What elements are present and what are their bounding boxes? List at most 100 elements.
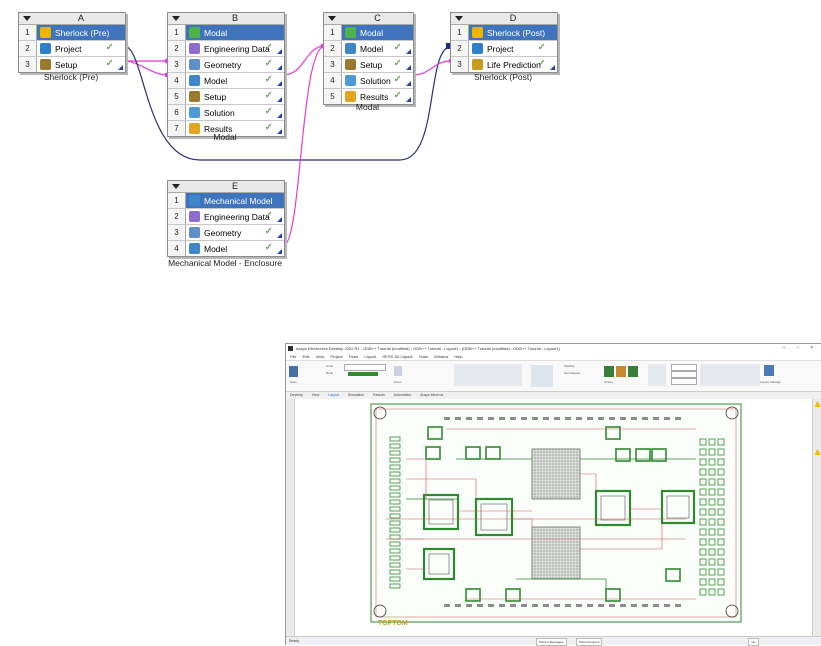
warning-icon[interactable] (814, 401, 821, 407)
show-messages-button[interactable]: Show 0 Messages (536, 638, 567, 646)
cell-content[interactable]: Sherlock (Pre) (37, 25, 125, 40)
cell-content[interactable]: Solution✓ (186, 105, 284, 120)
menu-draw[interactable]: Draw (348, 354, 359, 359)
collapse-arrow-icon[interactable] (328, 16, 336, 21)
warning-icon[interactable] (814, 449, 821, 455)
cell-content[interactable]: Results✓ (186, 121, 284, 136)
net-classes-button[interactable]: Net Classes (564, 371, 581, 375)
cell-content[interactable]: Setup✓ (37, 57, 125, 72)
aedt-window-controls[interactable]: – ▫ × (782, 345, 818, 351)
cell-content[interactable]: Project✓ (469, 41, 557, 56)
cell-content[interactable]: Life Prediction✓ (469, 57, 557, 72)
cell-content[interactable]: Model✓ (342, 41, 413, 56)
menu-hfss-3d-layout[interactable]: HFSS 3D Layout (382, 354, 413, 359)
left-panel-scrollbar[interactable] (286, 399, 295, 637)
redo-button[interactable]: Redo (326, 371, 334, 375)
right-panel-scrollbar[interactable] (812, 399, 821, 637)
stackup-button[interactable]: Stackup (564, 364, 575, 368)
tab-view[interactable]: View (311, 393, 320, 397)
cutout-icon[interactable] (604, 366, 614, 377)
zoom-icon[interactable] (394, 366, 402, 376)
stackup-icon[interactable] (531, 365, 553, 387)
menu-help[interactable]: Help (454, 354, 463, 359)
pcb-layout[interactable]: TOPTOM (366, 399, 746, 629)
collapse-arrow-icon[interactable] (23, 16, 31, 21)
tab-simulation[interactable]: Simulation (347, 393, 365, 397)
cell-content[interactable]: Engineering Data✓ (186, 41, 284, 56)
cell-content[interactable]: Model✓ (186, 241, 284, 256)
menu-project[interactable]: Project (330, 354, 343, 359)
cell-content[interactable]: Solution✓ (342, 73, 413, 88)
grid-dropdown[interactable] (671, 371, 697, 378)
layout-settings-icon[interactable] (764, 365, 774, 376)
select-mode-group[interactable] (648, 364, 666, 386)
save-icon[interactable] (289, 366, 298, 377)
units-dropdown[interactable] (671, 364, 697, 371)
cell-content[interactable]: Geometry✓ (186, 57, 284, 72)
cell-content[interactable]: Results✓ (342, 89, 413, 104)
layer-color-bar[interactable] (348, 372, 378, 376)
hfss-group[interactable] (700, 364, 760, 386)
cell-content[interactable]: Project✓ (37, 41, 125, 56)
zoom-button[interactable]: Zoom (394, 380, 402, 384)
tab-automation[interactable]: Automation (393, 393, 412, 397)
tab-desktop[interactable]: Desktop (290, 393, 303, 397)
via-wizard-icon[interactable] (616, 366, 626, 377)
cell-content[interactable]: Setup✓ (186, 89, 284, 104)
tab-results[interactable]: Results (373, 393, 385, 397)
menu-file[interactable]: File (290, 354, 297, 359)
show-progress-button[interactable]: Show Progress (576, 638, 603, 646)
cutout-button[interactable]: Cutout (604, 380, 613, 384)
collapse-arrow-icon[interactable] (455, 16, 463, 21)
draw-tools-group[interactable] (454, 364, 522, 386)
units-selector[interactable]: mm (748, 638, 759, 646)
menu-tools[interactable]: Tools (418, 354, 428, 359)
layer-select-dropdown[interactable] (344, 364, 386, 371)
save-button[interactable]: Save (290, 380, 297, 384)
menu-edit[interactable]: Edit (302, 354, 310, 359)
cell-content[interactable]: Engineering Data✓ (186, 209, 284, 224)
cell-content[interactable]: Sherlock (Post) (469, 25, 557, 40)
menu-window[interactable]: Window (434, 354, 449, 359)
menu-layout[interactable]: Layout (364, 354, 377, 359)
tab-ansys-minerva[interactable]: Ansys Minerva (420, 393, 444, 397)
cell-content[interactable]: Model✓ (186, 73, 284, 88)
collapse-arrow-icon[interactable] (172, 184, 180, 189)
layout-settings-button[interactable]: Layout Settings (760, 380, 781, 384)
cell-content[interactable]: Mechanical Model (186, 193, 284, 208)
collapse-arrow-icon[interactable] (172, 16, 180, 21)
cell-content[interactable]: Setup✓ (342, 57, 413, 72)
cell-content[interactable]: Modal (186, 25, 284, 40)
tab-layout[interactable]: Layout (328, 393, 339, 397)
undo-button[interactable]: Undo (326, 364, 334, 368)
cell-content[interactable]: Geometry✓ (186, 225, 284, 240)
snap-dropdown[interactable] (671, 378, 697, 385)
